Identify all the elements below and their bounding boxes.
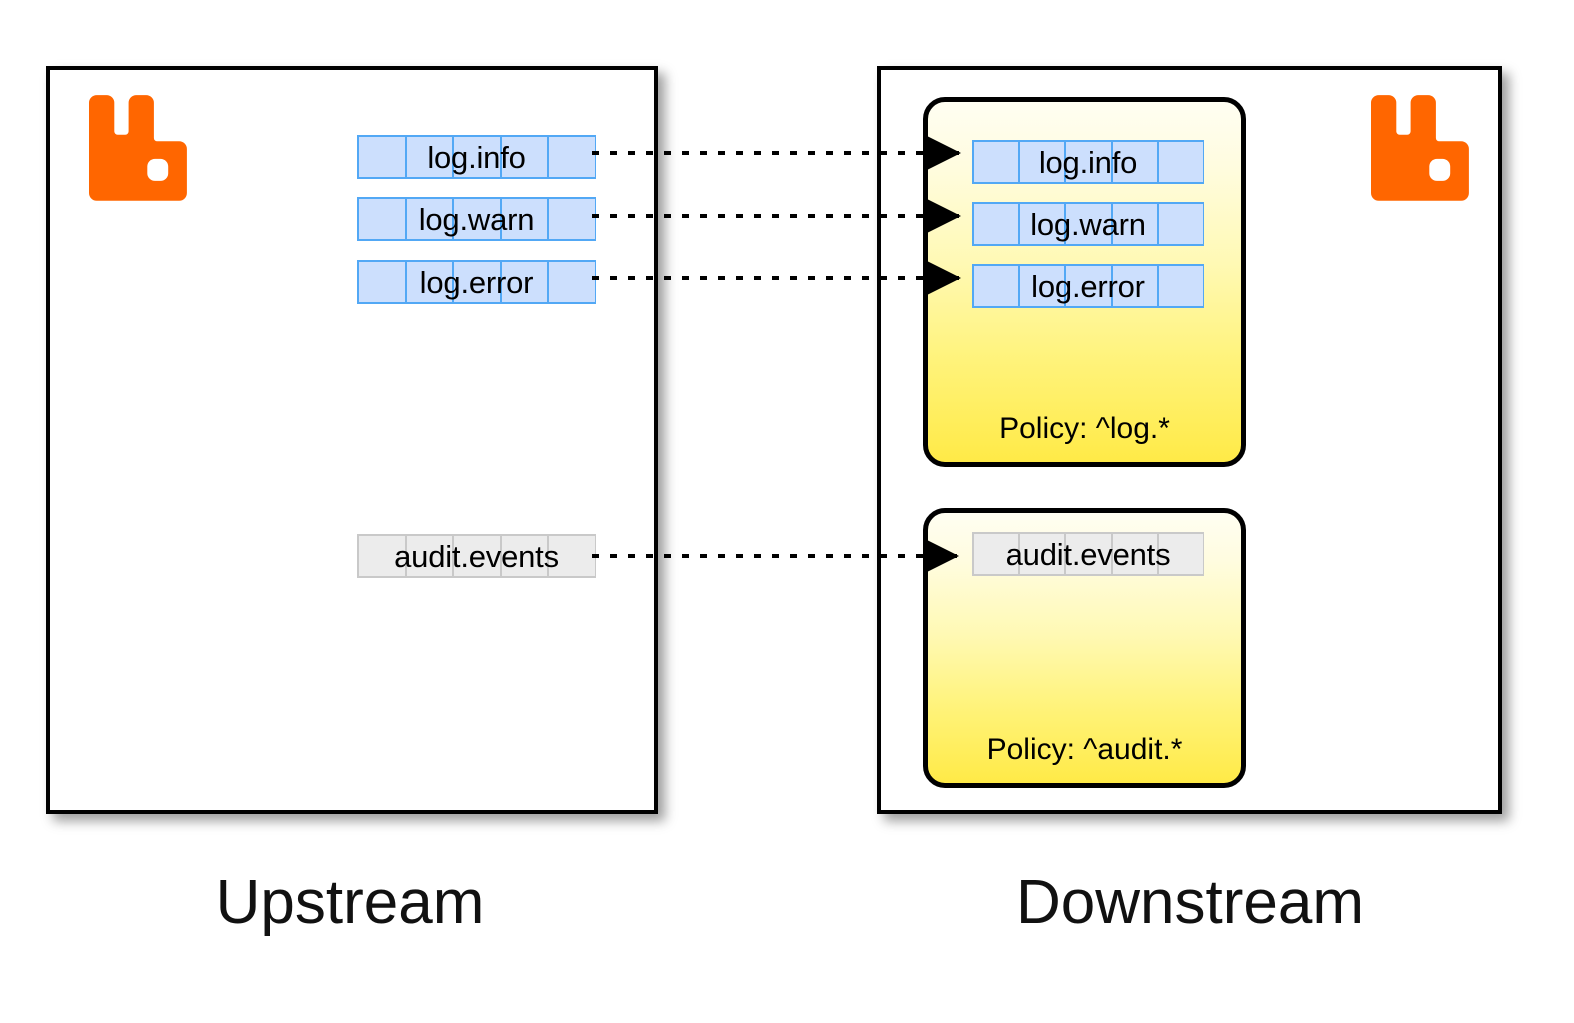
queue-segment xyxy=(1019,264,1066,308)
downstream-broker-panel: log.info log.warn log.error Policy: ^log… xyxy=(877,66,1502,814)
caption-downstream: Downstream xyxy=(1016,868,1364,937)
queue-segment xyxy=(1111,202,1158,246)
queue-segment xyxy=(453,260,501,304)
queue-segment xyxy=(1157,532,1205,576)
policy-label-audit: Policy: ^audit.* xyxy=(986,733,1183,766)
queue-segment xyxy=(972,264,1020,308)
downstream-queue-audit-events[interactable]: audit.events xyxy=(972,532,1205,576)
queue-segment xyxy=(357,534,406,578)
upstream-queue-log-warn[interactable]: log.warn xyxy=(357,197,596,241)
queue-segment xyxy=(1065,264,1112,308)
queue-segment xyxy=(972,202,1020,246)
queue-segment xyxy=(405,197,454,241)
queue-segment xyxy=(1019,202,1066,246)
queue-segment xyxy=(357,260,406,304)
queue-segment xyxy=(1157,140,1205,184)
queue-segment xyxy=(1065,140,1112,184)
policy-label-log: Policy: ^log.* xyxy=(999,412,1170,445)
queue-segment xyxy=(548,534,596,578)
rabbitmq-logo-icon xyxy=(1360,94,1470,204)
rabbitmq-logo-icon xyxy=(78,94,188,204)
queue-segment xyxy=(1019,140,1066,184)
queue-segment xyxy=(1111,264,1158,308)
queue-segment xyxy=(500,135,549,179)
queue-segment xyxy=(405,135,454,179)
downstream-queue-log-warn[interactable]: log.warn xyxy=(972,202,1205,246)
upstream-queue-log-error[interactable]: log.error xyxy=(357,260,596,304)
queue-segment xyxy=(548,135,596,179)
queue-segment xyxy=(1019,532,1066,576)
queue-segment xyxy=(500,197,549,241)
queue-segment xyxy=(1157,264,1205,308)
queue-segment xyxy=(357,197,406,241)
queue-segment xyxy=(500,260,549,304)
downstream-queue-log-info[interactable]: log.info xyxy=(972,140,1205,184)
queue-segment xyxy=(405,534,454,578)
policy-group-audit[interactable]: audit.events Policy: ^audit.* xyxy=(923,508,1246,788)
queue-segment xyxy=(972,140,1020,184)
upstream-queue-audit-events[interactable]: audit.events xyxy=(357,534,596,578)
queue-segment xyxy=(357,135,406,179)
queue-segment xyxy=(405,260,454,304)
queue-segment xyxy=(1111,140,1158,184)
downstream-queue-log-error[interactable]: log.error xyxy=(972,264,1205,308)
queue-segment xyxy=(453,534,501,578)
upstream-broker-panel: log.info log.warn log.error a xyxy=(46,66,658,814)
upstream-queue-log-info[interactable]: log.info xyxy=(357,135,596,179)
queue-segment xyxy=(1065,202,1112,246)
queue-segment xyxy=(1157,202,1205,246)
queue-segment xyxy=(972,532,1020,576)
queue-segment xyxy=(548,260,596,304)
queue-segment xyxy=(453,197,501,241)
queue-segment xyxy=(453,135,501,179)
caption-upstream: Upstream xyxy=(215,868,485,937)
queue-segment xyxy=(500,534,549,578)
queue-segment xyxy=(1111,532,1158,576)
queue-segment xyxy=(1065,532,1112,576)
queue-segment xyxy=(548,197,596,241)
policy-group-log[interactable]: log.info log.warn log.error Policy: ^log… xyxy=(923,97,1246,467)
